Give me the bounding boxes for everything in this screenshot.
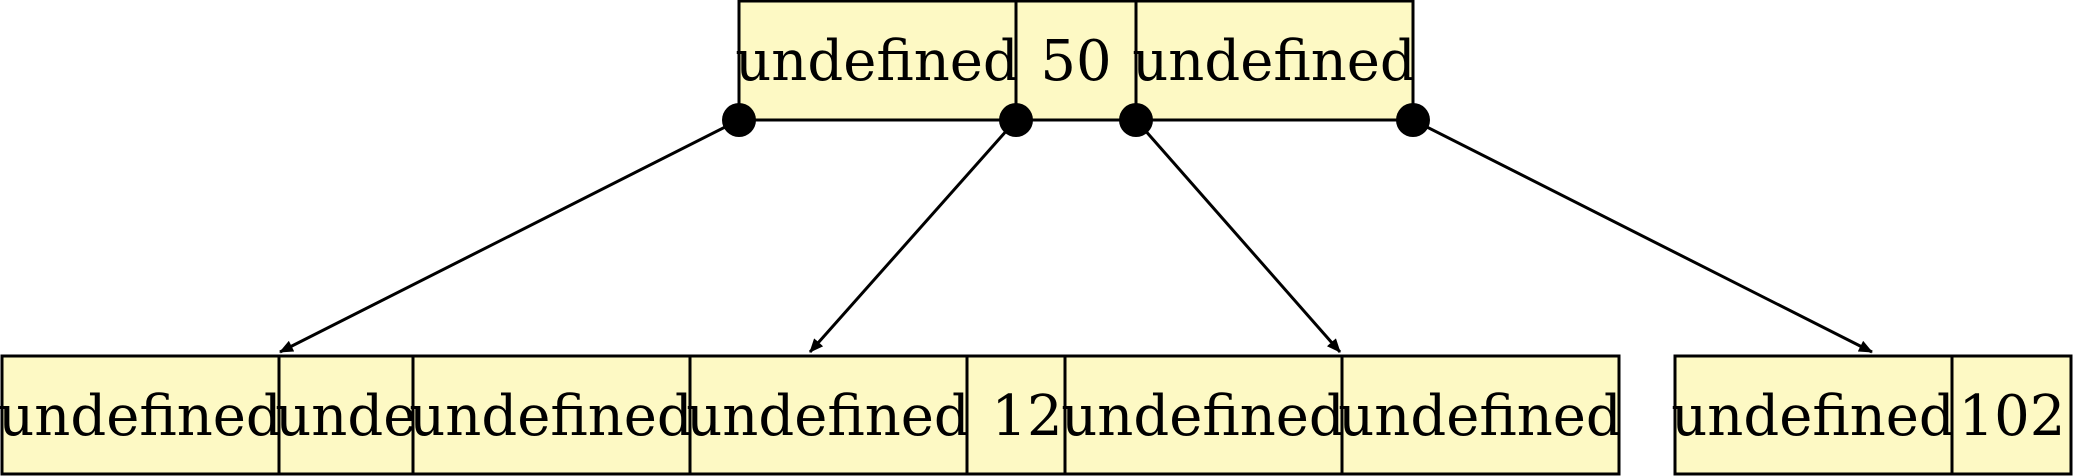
child4-cell-1: [1950, 354, 2073, 476]
root-cell-2: [1134, 0, 1415, 122]
pointer-dot-2: [1119, 103, 1153, 137]
edge-to-child-3: [1134, 119, 1342, 353]
child1-cell-0-text: undefined: [0, 384, 282, 449]
child4-cell-1-text: 102: [1959, 384, 2066, 449]
root-cell-0-text: undefined: [735, 29, 1019, 94]
edge-to-child-4: [1412, 118, 1873, 354]
child-node-3: undefined undefined: [1061, 354, 1622, 476]
edge-to-child-2: [808, 119, 1018, 353]
child2-cell-2-text: 12: [991, 384, 1062, 449]
child2-cell-0-text: undefined: [409, 384, 693, 449]
child3-cell-0-text: undefined: [1061, 384, 1345, 449]
child3-cell-1: [1340, 354, 1621, 476]
child4-cell-0: [1673, 354, 1954, 476]
child-node-4: undefined 102: [1671, 354, 2073, 476]
pointer-dot-0: [722, 103, 756, 137]
child2-cell-1: [688, 354, 969, 476]
root-cell-1-text: 50: [1040, 29, 1111, 94]
child2-cell-1-text: undefined: [686, 384, 970, 449]
edge-to-child-1: [279, 118, 740, 354]
root-cell-0: [737, 0, 1018, 122]
child2-cell-0: [411, 354, 692, 476]
root-cell-1: [1014, 0, 1138, 122]
root-node: undefined 50 undefined: [735, 0, 1416, 122]
pointer-dot-3: [1396, 103, 1430, 137]
child4-cell-0-text: undefined: [1671, 384, 1955, 449]
child3-cell-1-text: undefined: [1338, 384, 1622, 449]
root-cell-2-text: undefined: [1132, 29, 1416, 94]
pointer-dot-1: [999, 103, 1033, 137]
child3-cell-0: [1063, 354, 1344, 476]
